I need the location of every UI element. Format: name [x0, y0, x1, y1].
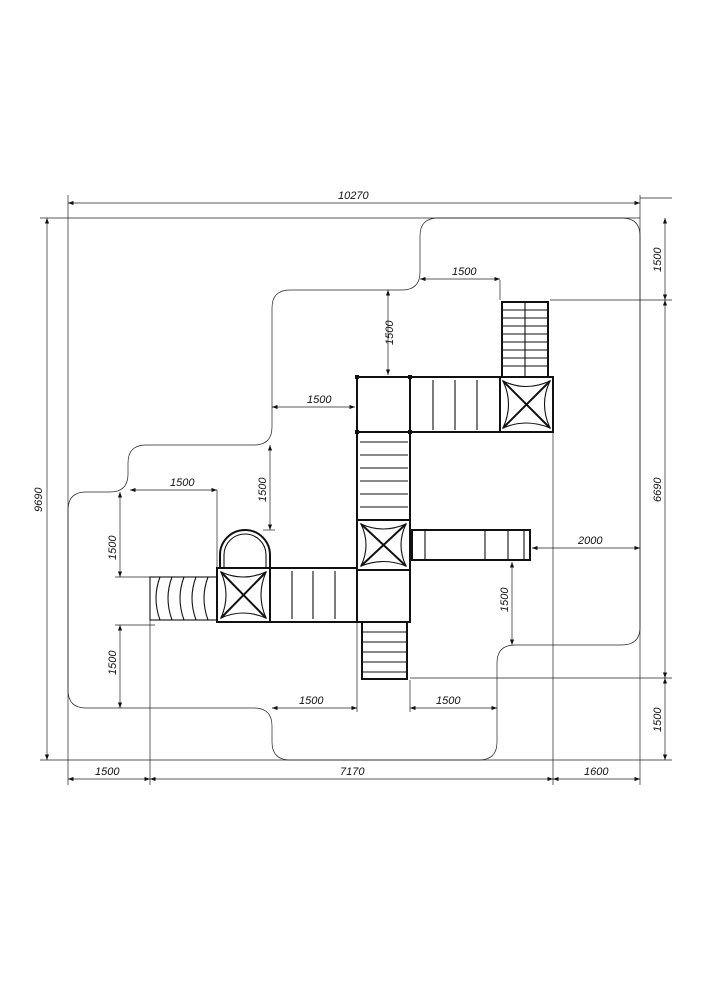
top-bridge: [409, 376, 501, 433]
tower-top-left: [355, 375, 412, 434]
middle-stairs: [356, 431, 411, 521]
dim-left-tower-gap: 1500: [307, 394, 332, 406]
dim-bottom-left: 1500: [95, 766, 120, 778]
dimension-lines: [44, 200, 668, 782]
dim-left-arch-gap: 1500: [170, 477, 195, 489]
slide: [411, 529, 531, 561]
dim-bottom-right: 1600: [584, 766, 609, 778]
safety-zone-outline: [67, 217, 641, 761]
dim-bottom-right-gap: 1500: [436, 695, 461, 707]
tower-left: [216, 567, 271, 623]
top-ladder: [501, 301, 549, 378]
tower-top-right: [499, 376, 554, 433]
dim-bottom-left-gap: 1500: [299, 695, 324, 707]
arch-climber: [219, 529, 271, 568]
dim-bottom-center: 7170: [340, 766, 365, 778]
dim-overall-height: 9690: [33, 487, 45, 512]
dim-left-ladder-gap-bottom: 1500: [107, 650, 119, 675]
dim-top-tower-gap: 1500: [384, 320, 396, 345]
dim-left-ladder-gap-top: 1500: [107, 535, 119, 560]
bottom-stairs: [361, 621, 408, 680]
left-ladder: [149, 576, 218, 621]
dim-slide-end-gap: 2000: [577, 535, 603, 547]
left-bridge: [269, 567, 358, 623]
dim-right-middle: 6690: [652, 477, 664, 502]
dim-right-top: 1500: [652, 247, 664, 272]
dim-top-ladder-gap: 1500: [452, 266, 477, 278]
dim-overall-width: 10270: [338, 190, 369, 202]
platform-lower: [356, 569, 411, 623]
dim-slide-side-gap: 1500: [499, 587, 511, 612]
dim-stairs-gap-vertical: 1500: [257, 477, 269, 502]
tower-middle: [356, 519, 411, 571]
dim-right-bottom: 1500: [652, 707, 664, 732]
